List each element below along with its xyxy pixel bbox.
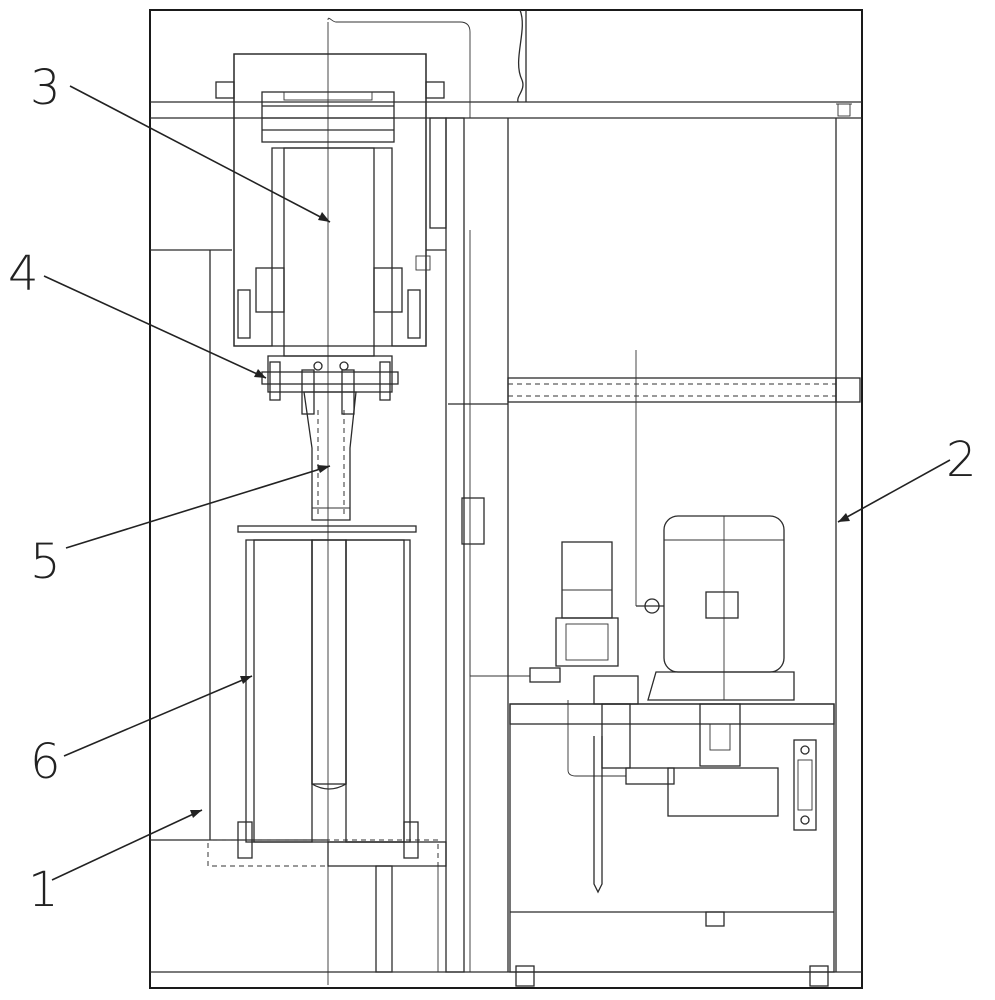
clamp-plate (261, 355, 399, 415)
callout-label-1: 1 (28, 862, 59, 918)
callout-label-4: 4 (8, 246, 39, 302)
die-block (237, 525, 447, 973)
tool-spindle (303, 391, 357, 521)
callout-1: 1 (28, 809, 203, 918)
machine-frame (149, 9, 863, 989)
hydraulic-station (469, 350, 835, 987)
callout-5: 5 (30, 465, 331, 590)
callout-label-6: 6 (30, 734, 61, 790)
callout-label-5: 5 (30, 534, 61, 590)
callout-4: 4 (8, 246, 267, 379)
callout-3: 3 (30, 60, 331, 223)
cylinder-head (215, 53, 446, 357)
callout-label-3: 3 (30, 60, 61, 116)
callout-label-2: 2 (946, 432, 977, 488)
vertical-rail (429, 117, 485, 973)
callout-6: 6 (30, 675, 253, 790)
callout-2: 2 (837, 432, 977, 523)
